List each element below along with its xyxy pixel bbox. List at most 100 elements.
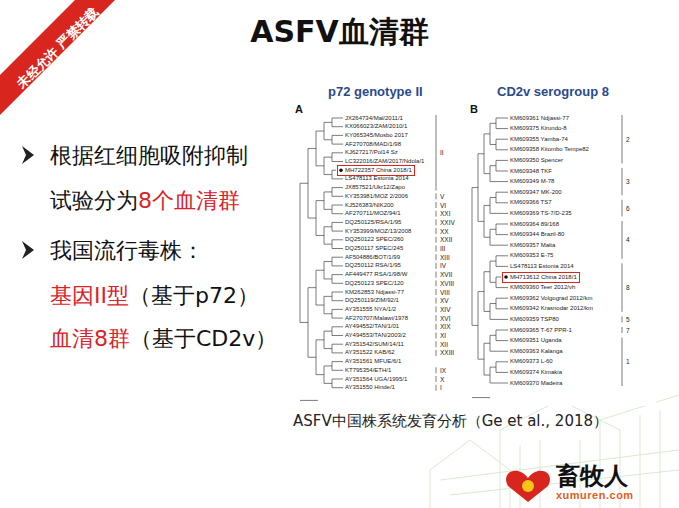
tree-branch — [484, 173, 490, 174]
group-label: XXI — [440, 210, 450, 217]
panel-letter: B — [470, 103, 478, 115]
taxon-label: AY351564 UGA/1995/1 — [345, 376, 407, 383]
taxon-label: KM609347 MK-200 — [510, 189, 562, 196]
tree-branch — [324, 174, 332, 175]
group-bracket — [436, 324, 437, 330]
tree-branch — [496, 308, 508, 309]
tree-branch — [496, 298, 508, 299]
group-bracket — [436, 298, 437, 304]
bullet-phrase: （基于p72） — [129, 283, 259, 308]
group-label: XIV — [440, 306, 450, 313]
group-bracket — [622, 168, 623, 195]
tree-branch — [478, 153, 484, 154]
tree-branch — [316, 339, 324, 340]
tree-branch — [496, 160, 508, 161]
tree-branch — [308, 218, 316, 219]
taxon-label: KM609366 TS7 — [510, 199, 552, 206]
highlight-phrase: 基因II型 — [50, 283, 129, 308]
group-label: V — [440, 193, 444, 200]
bullet-phrase: 我国流行毒株： — [50, 238, 204, 263]
tree-branch — [496, 234, 508, 235]
tree-branch — [496, 340, 508, 341]
taxon-label: KX066023/ZAM/2010/1 — [345, 123, 407, 130]
tree-branch — [490, 335, 496, 336]
taxon-label: KM262853 Ndjassi-77 — [345, 289, 404, 296]
tree-branch — [496, 277, 501, 278]
group-bracket — [436, 115, 437, 191]
group-bracket — [436, 289, 437, 295]
tree-branch — [490, 197, 496, 198]
tree-branch — [332, 309, 343, 310]
tree-branch — [332, 196, 343, 197]
tree-branch — [332, 352, 343, 353]
scale-bar — [472, 397, 490, 398]
tree-branch — [484, 205, 490, 206]
group-label: IV — [440, 262, 446, 269]
group-bracket — [436, 219, 437, 225]
taxon-label: AY494552/TAN/1/01 — [345, 323, 399, 330]
group-bracket — [436, 315, 437, 321]
bullet-text: 基因II型（基于p72） — [50, 273, 259, 318]
tree-branch — [316, 270, 324, 271]
taxon-label: KM609357 Malta — [510, 242, 555, 249]
tree-branch — [324, 261, 332, 262]
taxon-label: KM609369 TS-7/D-235 — [510, 210, 572, 217]
taxon-label: KM609355 Yamba-74 — [510, 136, 568, 143]
tree-branch — [332, 265, 343, 266]
tree-branch — [332, 161, 343, 162]
group-label: 4 — [626, 236, 630, 243]
taxon-label: KM609349 M-78 — [510, 178, 554, 185]
tree-branch — [490, 144, 496, 145]
group-bracket — [622, 200, 623, 217]
tree-branch — [324, 244, 332, 245]
tree-branch — [332, 239, 343, 240]
taxon-label: AY351550 Hinde/1 — [345, 384, 395, 391]
tree-branch — [316, 200, 324, 201]
panel-letter: A — [295, 103, 303, 115]
tree-branch — [484, 133, 490, 134]
tree-branch — [332, 274, 343, 275]
tree-branch — [496, 149, 508, 150]
taxon-label: KM609350 Spencer — [510, 157, 563, 164]
taxon-label: AF270708/MAD/1/98 — [345, 141, 401, 148]
taxon-label: KY353981/MOZ 2/2006 — [345, 193, 408, 200]
taxon-label: KM609359 TSP80 — [510, 316, 559, 323]
tree-branch — [308, 357, 316, 358]
tree-branch — [496, 171, 508, 172]
tree-branch — [490, 213, 508, 214]
tree-branch — [316, 235, 324, 236]
tree-branch — [490, 303, 496, 304]
tree-branch — [332, 213, 343, 214]
taxon-label: KM609375 Kirundo-8 — [510, 125, 567, 132]
bullet-arrow — [22, 241, 34, 259]
taxon-label: AF270711/MOZ/94/1 — [345, 210, 401, 217]
tree-branch — [496, 287, 508, 288]
tree-branch — [316, 131, 324, 132]
logo-url: xumuren.com — [556, 489, 634, 501]
taxon-label: AF449477 RSA/1/98/W — [345, 271, 407, 278]
logo-dot — [522, 480, 534, 492]
group-label: XXIII — [440, 349, 454, 356]
group-bracket — [622, 221, 623, 259]
tree-branch — [324, 157, 332, 158]
panel-heading: p72 genotype II — [328, 84, 423, 99]
tree-branch — [490, 123, 496, 124]
tree-branch — [324, 226, 332, 227]
taxon-label: KM609353 E-75 — [510, 252, 553, 259]
tree-branch — [490, 261, 496, 262]
taxon-label: KM609351 Uganda — [510, 337, 562, 344]
taxon-label: KM609348 TKF — [510, 168, 552, 175]
tree-branch — [332, 118, 343, 119]
taxon-label: KM609365 T-67 PPR-1 — [510, 327, 572, 334]
taxon-label: JX264734/Mal/2011/1 — [345, 115, 403, 122]
tree-branch — [332, 326, 343, 327]
group-label: XVII — [440, 271, 452, 278]
taxon-label: KJ627217/Pol14 Sz — [345, 149, 398, 156]
group-label: XX — [440, 228, 449, 235]
tree-branch — [332, 379, 343, 380]
group-label: 3 — [626, 178, 630, 185]
tree-branch — [300, 183, 301, 322]
tree-branch — [490, 351, 508, 352]
group-label: VIII — [440, 289, 450, 296]
group-bracket — [436, 272, 437, 278]
